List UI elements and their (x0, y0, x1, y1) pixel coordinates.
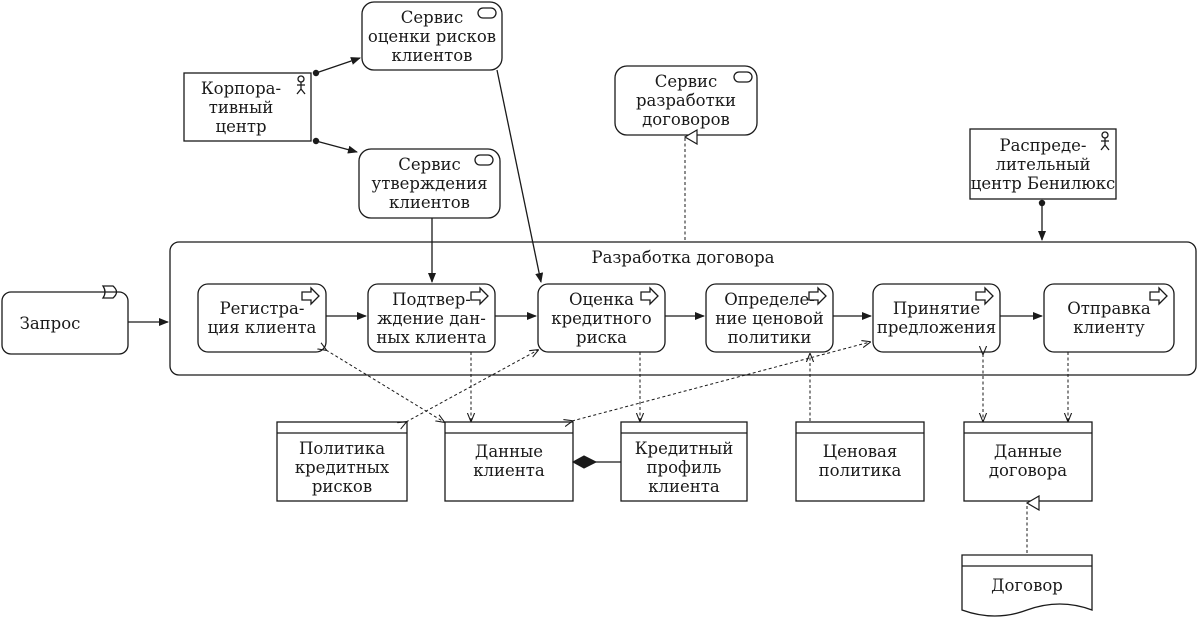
access-relations (326, 137, 1068, 553)
node-benelux-center (969, 128, 1117, 200)
node-send-client (1043, 283, 1175, 353)
node-confirm-data (367, 283, 496, 353)
process-icon (301, 286, 1168, 306)
node-credit-policy (276, 421, 408, 502)
node-credit-risk (537, 283, 666, 353)
actor-icon (1100, 131, 1110, 151)
node-register-client (197, 283, 327, 353)
group-contract-development (169, 241, 1197, 376)
node-corp-center (183, 72, 312, 142)
node-risk-service (361, 1, 503, 71)
node-accept-offer (872, 283, 1001, 353)
node-price-policy (795, 421, 925, 502)
node-credit-profile (620, 421, 748, 502)
node-approval-service (358, 148, 501, 219)
service-icon (474, 154, 494, 166)
node-contract-data (963, 421, 1093, 502)
business-objects (276, 421, 1093, 502)
triggering-flows (128, 57, 1046, 463)
node-request (1, 291, 129, 355)
composition-diamond (571, 455, 598, 469)
node-pricing (705, 283, 834, 353)
event-icon (101, 285, 118, 299)
actor-icon (296, 75, 306, 95)
node-client-data (444, 421, 574, 502)
node-contract-service (614, 65, 758, 136)
node-contract (961, 554, 1093, 617)
service-icon (477, 7, 497, 19)
service-icon (733, 71, 753, 83)
